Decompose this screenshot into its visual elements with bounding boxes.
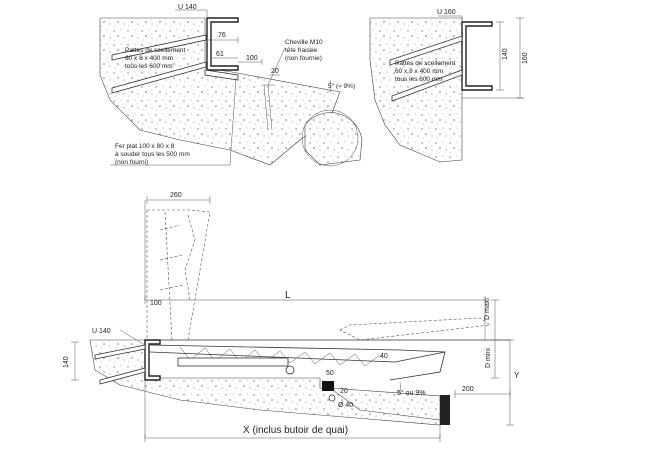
concrete-pit-detail <box>304 112 363 166</box>
detail-circle <box>301 109 359 167</box>
dim-140-right: 140 <box>502 48 509 60</box>
anchor-strap-main-1 <box>94 344 146 360</box>
dim-20-top: 20 <box>271 68 279 75</box>
dim-l: L <box>285 290 291 301</box>
pit-front-wall <box>440 395 450 425</box>
label-u160-top: U 160 <box>437 9 456 16</box>
dim-160-right: 160 <box>522 52 529 64</box>
anchor-strap-right-2 <box>391 69 463 102</box>
dim-260: 260 <box>170 192 182 199</box>
dim-phi40: Ø 40 <box>338 402 353 409</box>
dim-76: 76 <box>218 32 226 39</box>
anchor-strap-2 <box>111 61 207 94</box>
label-y: Y <box>514 371 520 380</box>
leader-cheville <box>267 47 286 86</box>
deck-top <box>149 344 446 353</box>
dim-100-top: 100 <box>246 55 258 62</box>
u160-channel <box>461 21 493 91</box>
u140-channel-main <box>144 339 161 381</box>
dim-140-main: 140 <box>63 356 70 368</box>
anchor-strap-right-1 <box>389 35 463 66</box>
pin-40 <box>328 394 336 402</box>
anchor-strap-main-2 <box>99 367 146 385</box>
lip-extended-outline <box>339 317 491 341</box>
flat-bar <box>204 69 239 81</box>
label-fer-plat: Fer plat 100 x 80 x 8 à souder tous les … <box>115 143 192 166</box>
deck-truss <box>179 346 381 367</box>
deck-bottom <box>149 351 396 363</box>
dim-61: 61 <box>216 51 224 58</box>
dim-lines-top <box>175 9 280 76</box>
detail-u160-right: U 160 Pattes de scellement 60 x 8 x 400 … <box>369 9 529 163</box>
detail-u140-left: U 140 76 61 100 20 Pattes de scellement … <box>99 4 363 167</box>
raised-lip-outline <box>159 214 196 301</box>
label-cheville: Cheville M10 tête fraisée (non fournie) <box>285 39 324 62</box>
main-section: 260 100 L U 140 140 40 50 20 Ø 40 5° ou … <box>63 192 520 442</box>
label-slope-top: 5° (≈ 9%) <box>328 82 355 90</box>
slope-arc-top <box>329 79 331 93</box>
label-pattes-left: Pattes de scellement 60 x 8 x 400 mm tou… <box>125 47 187 70</box>
label-pattes-right: Pattes de scellement 60 x 8 x 400 mm tou… <box>395 60 457 83</box>
dim-50: 50 <box>326 370 334 377</box>
anchor-strap-1 <box>111 34 207 61</box>
hydraulic-cylinder <box>177 357 289 367</box>
dim-100-main: 100 <box>150 300 162 307</box>
label-u140-top: U 140 <box>178 4 197 11</box>
bumper-block <box>322 381 334 391</box>
dim-40: 40 <box>380 353 388 360</box>
dim-200: 200 <box>462 386 474 393</box>
label-x: X (inclus butoir de quai) <box>243 425 348 436</box>
lip-plate <box>389 351 446 381</box>
raised-platform-outline <box>146 209 211 341</box>
label-d-mini: D mini <box>485 348 492 368</box>
u140-channel-top <box>206 17 239 71</box>
label-slope-bottom: 5° ou 9% <box>397 389 426 397</box>
dim-lines-right <box>438 15 524 99</box>
label-d-maxi: D maxi <box>484 298 491 320</box>
label-u140-main: U 140 <box>92 328 111 335</box>
cylinder-pivot <box>285 365 295 375</box>
dim-lines-main <box>71 196 514 442</box>
dim-20-main: 20 <box>340 388 348 395</box>
leader-fer-plat <box>110 77 237 166</box>
